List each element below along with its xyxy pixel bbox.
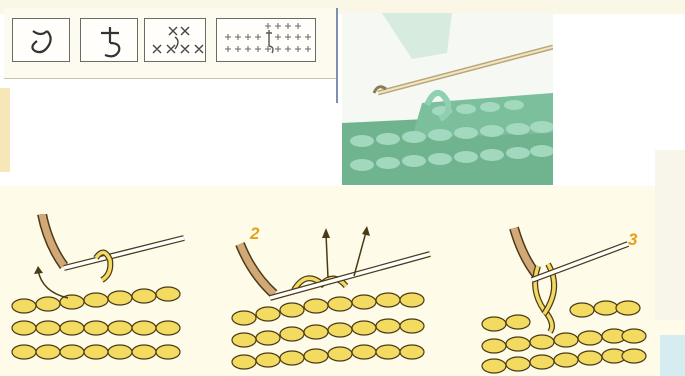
step-number-3: 3 bbox=[628, 230, 637, 250]
right-edge-strip bbox=[655, 150, 685, 320]
page-edge-shadow bbox=[0, 88, 10, 172]
section-divider bbox=[336, 8, 338, 103]
crochet-step-1-diagram bbox=[8, 214, 188, 374]
crochet-photo bbox=[342, 13, 553, 185]
crochet-stitch-symbol bbox=[80, 18, 138, 62]
symbol-strip bbox=[4, 8, 336, 79]
right-edge-blue-strip bbox=[660, 335, 685, 376]
crochet-turn-symbol bbox=[12, 18, 70, 62]
grid-stitch-chart-icon bbox=[216, 18, 316, 62]
crossed-stitch-chart-icon bbox=[144, 18, 206, 62]
crochet-step-3-diagram: 3 bbox=[478, 214, 653, 374]
step-number-2: 2 bbox=[250, 224, 259, 244]
crochet-step-2-diagram: 2 bbox=[230, 214, 435, 374]
